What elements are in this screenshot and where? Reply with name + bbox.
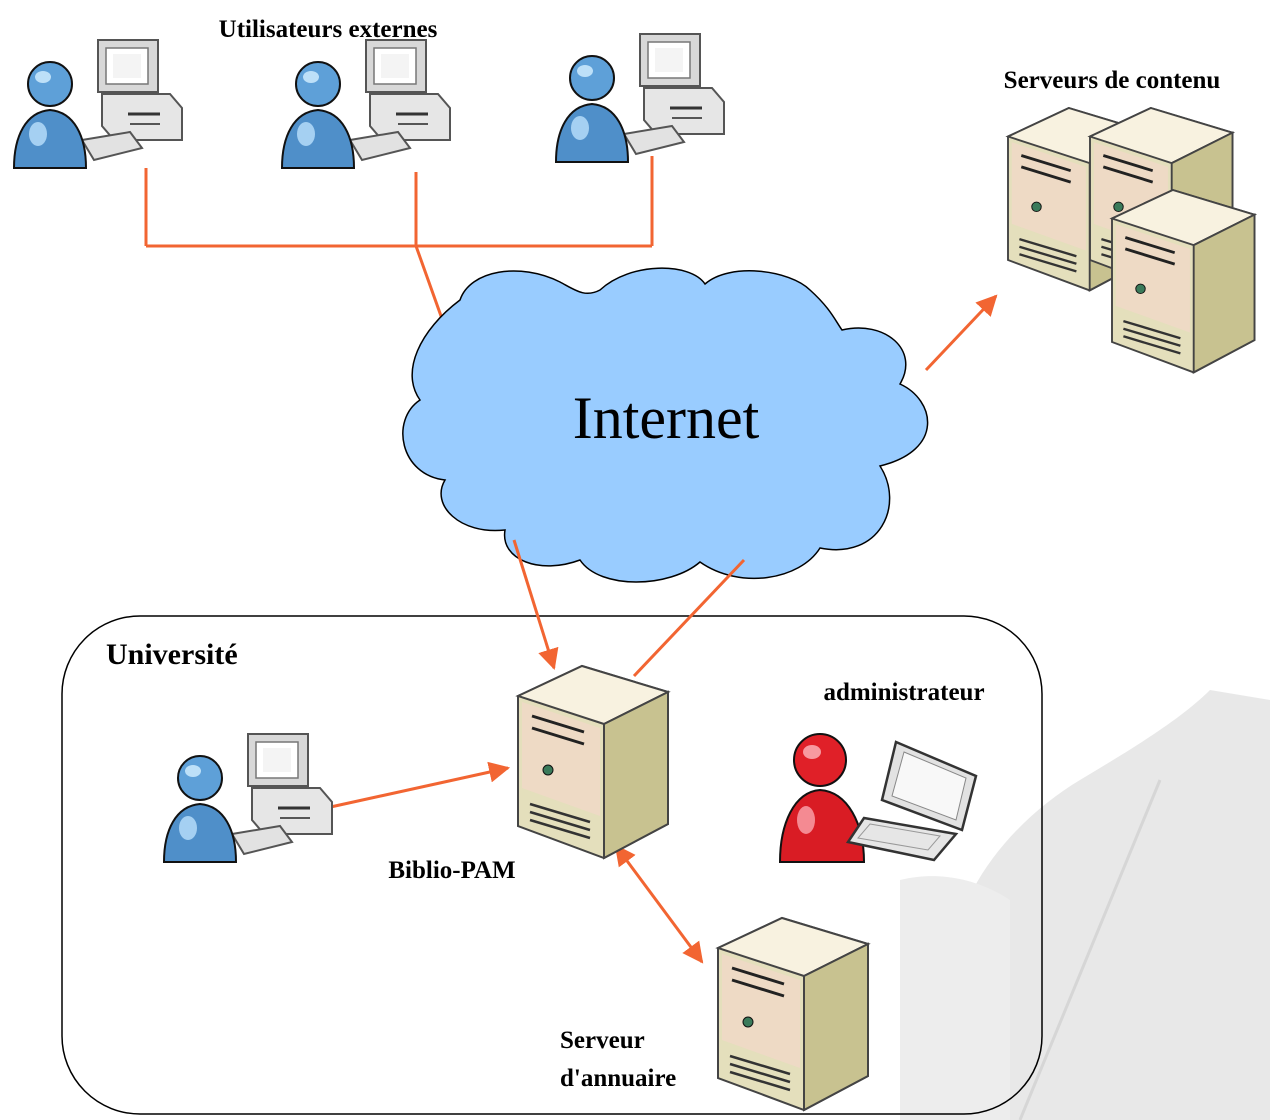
biblio-pam-to-directory-link <box>614 844 704 964</box>
university-label: Université <box>106 638 238 671</box>
university-user-to-biblio-pam-link <box>325 761 511 810</box>
external-user-2-icon <box>280 38 452 170</box>
internet-label: Internet <box>573 385 760 451</box>
admin-with-laptop-icon <box>778 733 978 863</box>
external-user-1-icon <box>12 38 184 170</box>
directory-server-icon <box>716 916 870 1112</box>
internet-cloud <box>402 267 929 583</box>
biblio-pam-label: Biblio-PAM <box>388 857 515 884</box>
biblio-pam-server-icon <box>516 664 670 860</box>
directory-server-label-line1: Serveur <box>560 1027 645 1054</box>
biblio-pam-to-cloud-link <box>632 558 746 678</box>
content-servers-icon <box>1006 106 1256 374</box>
admin-label: administrateur <box>823 679 984 706</box>
cloud-to-content-servers-link <box>924 294 998 372</box>
external-user-3-icon <box>554 32 726 164</box>
university-user-icon <box>162 732 334 864</box>
external-users-links <box>144 156 654 331</box>
links <box>325 294 998 964</box>
leaf-watermark-icon <box>900 690 1270 1120</box>
cloud-to-biblio-pam-link <box>512 539 559 671</box>
content-servers-label: Serveurs de contenu <box>1004 67 1221 94</box>
university-zone <box>61 615 1043 1115</box>
external-users-label: Utilisateurs externes <box>219 16 438 43</box>
directory-server-label-line2: d'annuaire <box>560 1065 676 1092</box>
